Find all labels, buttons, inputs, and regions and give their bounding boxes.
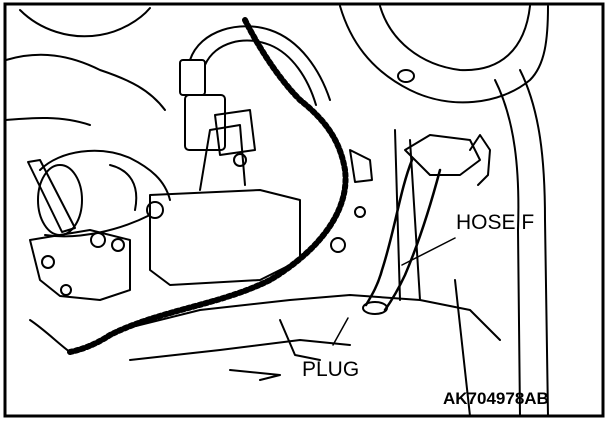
- connector-top: [179, 59, 206, 96]
- housing-bolt: [397, 69, 415, 83]
- hose-f-clamp: [404, 134, 481, 176]
- rail-3: [454, 279, 471, 417]
- bracket-plate: [27, 159, 76, 233]
- figure-code: AK704978AB: [443, 389, 549, 408]
- plug-label: PLUG: [302, 358, 359, 381]
- rail-2: [409, 139, 421, 301]
- mount-bolt-4: [60, 284, 72, 296]
- housing-inner: [379, 5, 531, 72]
- plug-leader: [332, 317, 349, 346]
- hose-f-leader: [401, 237, 456, 266]
- tray-lip: [229, 369, 281, 381]
- upper-hose-inner: [204, 39, 317, 106]
- right-pipe-inner: [494, 79, 521, 417]
- hose-f-right-wall: [383, 168, 442, 312]
- lower-tray-bottom: [129, 339, 351, 361]
- hose-f-fitting: [469, 134, 491, 186]
- housing-outline: [339, 5, 549, 104]
- lower-tray-top: [119, 294, 501, 341]
- hose-f-plug-end: [362, 301, 388, 315]
- right-pipe-outer: [519, 69, 549, 417]
- intake-bend: [109, 164, 138, 211]
- sensor-bracket: [214, 109, 256, 156]
- engine-outline-lower: [5, 117, 91, 126]
- wire-harness: [67, 17, 349, 355]
- bolt-right-center: [330, 237, 346, 253]
- intake-top: [39, 149, 171, 201]
- upper-hose-outer: [189, 25, 331, 101]
- mount-bolt-3: [41, 255, 55, 269]
- engine-top-curve: [19, 7, 151, 38]
- hose-f-left-wall: [364, 158, 414, 307]
- harness-connector: [349, 149, 373, 183]
- mount-bolt-1: [90, 232, 106, 248]
- hose-f-label: HOSE F: [456, 211, 534, 234]
- mount-bolt-2: [111, 238, 125, 252]
- bolt-center-right: [233, 153, 247, 167]
- bolt-center-left: [146, 201, 164, 219]
- harness-end: [29, 319, 71, 353]
- bolt-hose-side: [354, 206, 366, 218]
- mount-bracket: [29, 229, 131, 301]
- tray-tab: [279, 319, 321, 361]
- engine-outline-upper: [5, 53, 166, 111]
- figure-frame: [3, 2, 605, 418]
- central-block: [149, 189, 301, 286]
